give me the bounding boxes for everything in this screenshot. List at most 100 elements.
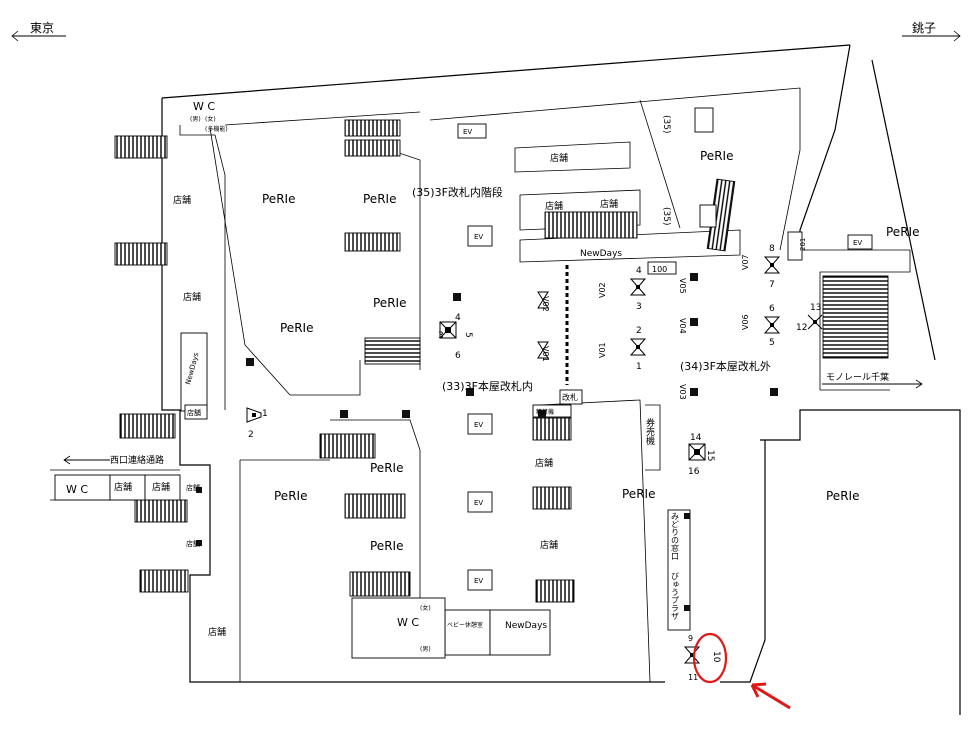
perie-2: PeRIe xyxy=(363,192,396,206)
ev-2 xyxy=(467,413,493,435)
stair-a xyxy=(114,135,168,159)
sign-v02a: V02 xyxy=(541,296,550,312)
wc-south-women: (女) xyxy=(420,604,431,612)
stair-i xyxy=(364,337,421,365)
pillar xyxy=(466,388,474,396)
marker-14: 14 xyxy=(690,433,702,443)
newdays-west-box xyxy=(180,332,208,412)
device-2 xyxy=(246,407,262,423)
sign-v04: V04 xyxy=(678,318,687,334)
ev-4 xyxy=(467,569,493,591)
marker-v02-top: 4 xyxy=(636,266,642,276)
pillar xyxy=(196,487,202,493)
shop-small-box xyxy=(184,404,208,420)
stair-c xyxy=(119,413,176,439)
wc-top-women: (女) xyxy=(205,115,216,123)
stair-f xyxy=(344,119,401,137)
device-13 xyxy=(807,314,823,330)
num100: 100 xyxy=(652,265,667,274)
pillar xyxy=(196,540,202,546)
highlight-circle xyxy=(692,632,728,684)
wc-top-men: (男) xyxy=(190,116,201,123)
shop-10: 店舗 xyxy=(186,539,200,548)
newdays-top: NewDays xyxy=(580,249,622,259)
marker-9: 9 xyxy=(688,634,693,643)
wc-south-men: (男) xyxy=(420,646,431,653)
baby-room-box xyxy=(444,609,491,656)
box-35-top xyxy=(694,107,714,133)
marker-v01-top: 2 xyxy=(636,326,642,336)
ev-1 xyxy=(467,225,493,247)
num35-top: (35) xyxy=(661,115,671,133)
rooms xyxy=(54,107,873,659)
ev-3 xyxy=(467,491,493,513)
stair-n xyxy=(532,417,572,441)
num35-bottom: (35) xyxy=(661,207,671,225)
perie-3: PeRIe xyxy=(373,296,406,310)
pillar xyxy=(690,318,698,326)
ev-top-box xyxy=(457,123,487,139)
shop-3: 店舗 xyxy=(187,408,201,417)
ev-label-4: EV xyxy=(474,577,483,585)
perie-9: PeRIe xyxy=(370,539,403,553)
perie-6: PeRIe xyxy=(886,225,919,239)
sign-devices xyxy=(246,256,823,664)
shop-9: 店舗 xyxy=(186,483,200,492)
newdays-south: NewDays xyxy=(505,621,547,631)
monorail-label: モノレール千葉 xyxy=(826,371,889,383)
device-4356 xyxy=(439,321,457,339)
area-main-gate-inside: (33)3F本屋改札内 xyxy=(442,379,533,393)
device-v01 xyxy=(629,338,647,356)
shop-west-2 xyxy=(144,474,181,501)
stair-o xyxy=(532,486,572,510)
perie-11: PeRIe xyxy=(826,489,859,503)
gate-label: 改札 xyxy=(562,392,578,402)
marker-v06-top: 6 xyxy=(769,304,775,314)
choshi-label: 銚子 xyxy=(912,20,936,35)
shop-7: 店舗 xyxy=(114,481,132,493)
wc-top-multi: (多機能) xyxy=(205,125,228,133)
wc-west: W C xyxy=(66,483,88,496)
stair-d xyxy=(134,499,188,523)
ev-label-top: EV xyxy=(463,128,472,136)
pillar xyxy=(684,513,690,519)
pillar xyxy=(340,410,348,418)
ev-label-2: EV xyxy=(474,421,483,429)
pillar xyxy=(453,293,461,301)
shop-6: 店舗 xyxy=(600,198,618,210)
pillar xyxy=(690,388,698,396)
device-v02 xyxy=(629,278,647,296)
marker-v06-bot: 5 xyxy=(769,338,775,348)
marker-1: 1 xyxy=(262,409,268,419)
tokyo-label: 東京 xyxy=(30,21,54,35)
highlight-marker xyxy=(692,632,791,710)
midori-label: みどりの窓口 xyxy=(671,512,680,560)
ticket-office-box xyxy=(667,509,691,631)
stair-m xyxy=(349,571,411,597)
marker-2: 2 xyxy=(248,430,254,440)
ticket-label: 券売機 xyxy=(644,417,655,446)
shop-11: 店舗 xyxy=(535,457,553,469)
baby-label: ベビー休憩室 xyxy=(447,621,483,629)
pillars xyxy=(196,273,778,611)
perie-1: PeRIe xyxy=(262,192,295,206)
marker-4: 4 xyxy=(455,313,461,323)
stair-k xyxy=(319,433,376,459)
shop-2: 店舗 xyxy=(183,291,201,303)
sign-v03: V03 xyxy=(678,384,687,400)
marker-3: 3 xyxy=(438,331,444,341)
area-inside-stairs: (35)3F改札内階段 xyxy=(412,185,503,199)
stair-g xyxy=(344,139,401,157)
newdays-south-box xyxy=(489,609,551,656)
area-main-gate-outside: (34)3F本屋改札外 xyxy=(680,359,771,373)
num201: 201 xyxy=(799,238,807,251)
marker-13: 13 xyxy=(810,303,821,313)
pillar xyxy=(402,410,410,418)
stair-l xyxy=(344,493,406,519)
stair-q xyxy=(822,275,889,359)
view-label: びゅうプラザ xyxy=(671,572,680,620)
pillar xyxy=(684,605,690,611)
inner-walls xyxy=(179,87,911,683)
ev-label-1: EV xyxy=(474,233,483,241)
